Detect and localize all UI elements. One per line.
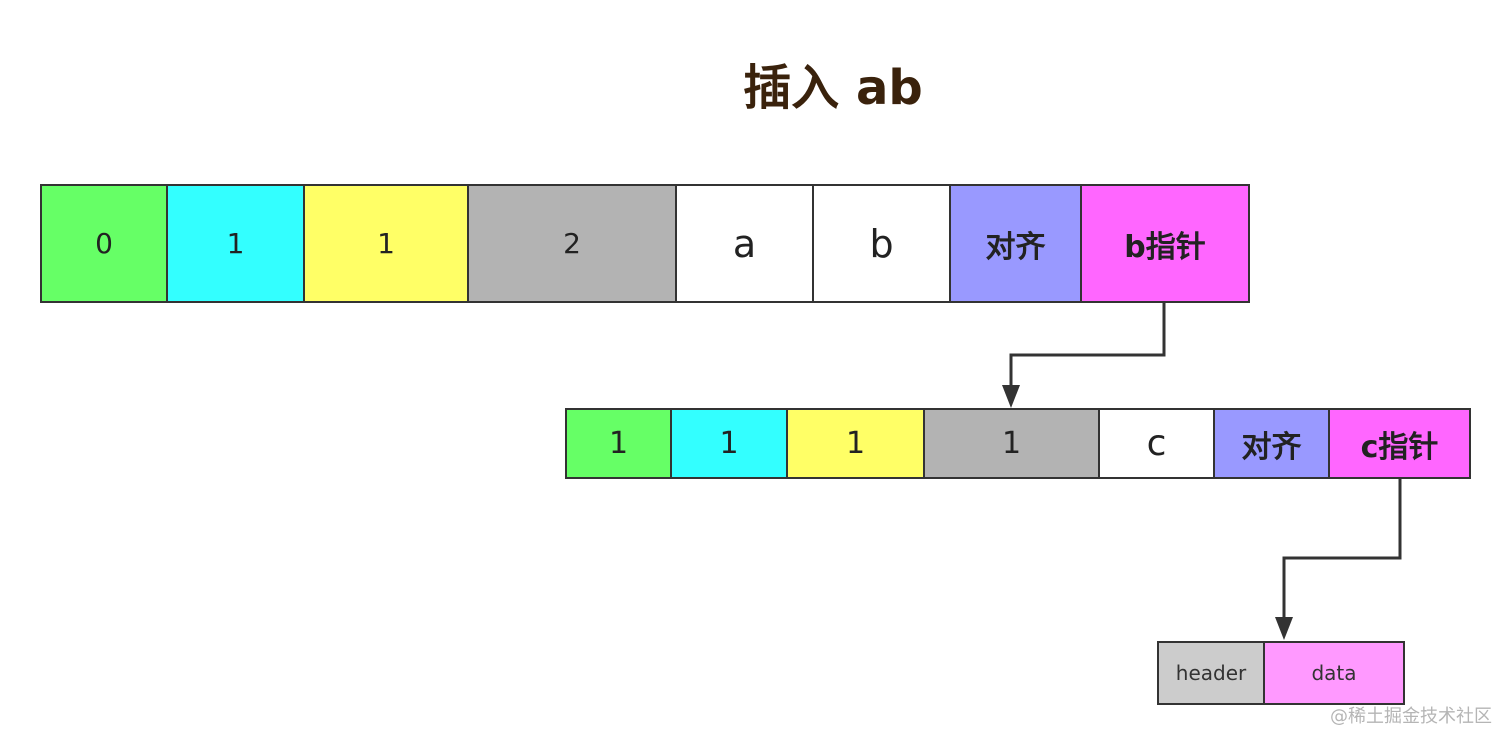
row1-cell-3: 2 (467, 184, 677, 303)
row1-cell-1: 1 (166, 184, 305, 303)
diagram-title: 插入 ab (743, 60, 923, 116)
memory-row-2: 1 1 1 1 c 对齐 c指针 (565, 408, 1471, 479)
arrowhead-2-icon (1275, 617, 1293, 640)
row2-cell-1: 1 (670, 408, 788, 479)
row2-cell-pointer: c指针 (1328, 408, 1471, 479)
row1-cell-2: 1 (303, 184, 469, 303)
row3-cell-data: data (1263, 641, 1405, 705)
arrow-b-pointer-to-row2 (1009, 303, 1166, 386)
row1-cell-0: 0 (40, 184, 168, 303)
row1-cell-align: 对齐 (949, 184, 1082, 303)
row1-cell-5: b (812, 184, 951, 303)
row2-cell-0: 1 (565, 408, 672, 479)
memory-row-3: header data (1157, 641, 1405, 705)
arrowhead-1-icon (1002, 385, 1020, 408)
row1-cell-4: a (675, 184, 814, 303)
row3-cell-header: header (1157, 641, 1265, 705)
row2-cell-4: c (1098, 408, 1215, 479)
watermark: @稀土掘金技术社区 (1330, 706, 1492, 727)
row2-cell-align: 对齐 (1213, 408, 1330, 479)
arrow-c-pointer-to-row3 (1282, 479, 1402, 618)
row2-cell-3: 1 (923, 408, 1100, 479)
row1-cell-pointer: b指针 (1080, 184, 1250, 303)
memory-row-1: 0 1 1 2 a b 对齐 b指针 (40, 184, 1250, 303)
row2-cell-2: 1 (786, 408, 925, 479)
